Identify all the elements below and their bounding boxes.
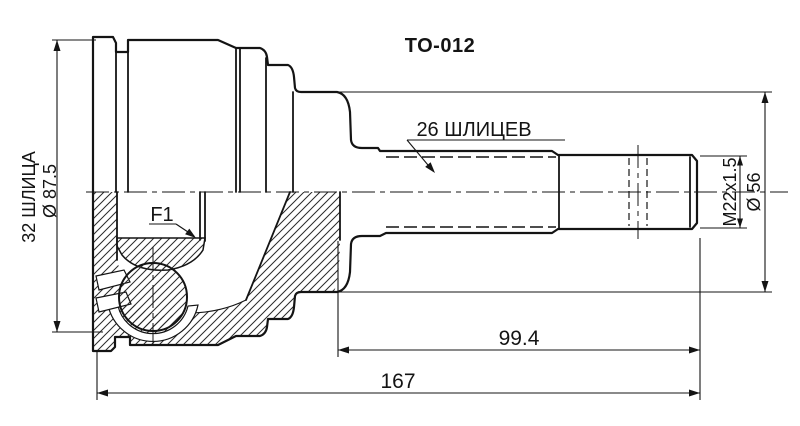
leader-lines [149,139,565,238]
dim-overall-length: 167 [380,370,415,393]
label-outer-diameter: Ø 87.5 [40,164,60,218]
label-hub-splines: 32 ШЛИЦА [19,151,39,243]
label-ring-ref: F1 [150,204,173,226]
cage-section [95,269,199,342]
label-thread-spec: M22x1.5 [720,157,740,226]
dimension-lines [52,39,772,400]
dim-shaft-length: 99.4 [499,327,540,350]
label-boot-land-diameter: Ø 56 [744,172,764,211]
center-lines [86,191,788,348]
drawing-title: TO-012 [405,35,475,57]
spline-root-lines [386,156,556,228]
label-shaft-splines: 26 ШЛИЦЕВ [416,119,531,141]
